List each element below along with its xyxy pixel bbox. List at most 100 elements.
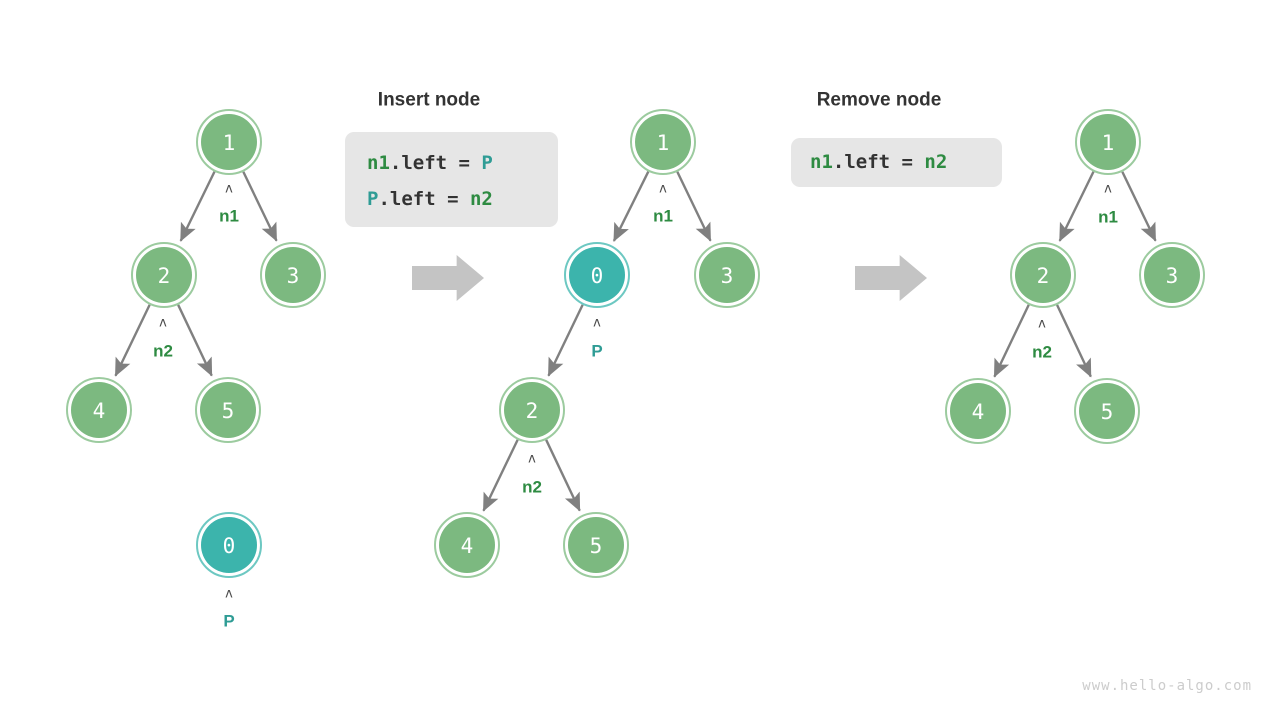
tree-node-4: 4 xyxy=(66,377,132,443)
caret-marker-icon: ʌ xyxy=(225,182,233,197)
tree-node-0: 0 xyxy=(564,242,630,308)
ref-n2: ʌ n2 xyxy=(153,316,173,361)
edge-1-to-3 xyxy=(676,171,712,242)
node-outer-ring xyxy=(260,242,326,308)
node-disc xyxy=(1015,247,1071,303)
node-outer-ring xyxy=(499,377,565,443)
node-outer-ring xyxy=(434,512,500,578)
reference-label-text: n2 xyxy=(153,342,173,361)
tree-node-3: 3 xyxy=(1139,242,1205,308)
node-value-label: 1 xyxy=(223,131,236,155)
node-disc xyxy=(569,247,625,303)
edge-1-to-3 xyxy=(242,171,278,242)
node-outer-ring xyxy=(196,512,262,578)
heading-remove-node: Remove node xyxy=(817,90,942,111)
edge-2-to-5 xyxy=(1055,304,1092,378)
reference-label-text: n2 xyxy=(522,478,542,497)
code-token-teal: P xyxy=(367,188,378,210)
node-value-label: 4 xyxy=(93,399,106,423)
tree-node-2: 2 xyxy=(499,377,565,443)
watermark: www.hello-algo.com xyxy=(1082,678,1252,694)
node-outer-ring xyxy=(945,378,1011,444)
node-disc xyxy=(439,517,495,573)
code-block-insert: n1.left = PP.left = n2 xyxy=(345,132,558,227)
node-outer-ring xyxy=(66,377,132,443)
heading-insert-node: Insert node xyxy=(378,90,480,111)
caret-marker-icon: ʌ xyxy=(528,452,536,467)
node-value-label: 5 xyxy=(590,534,603,558)
tree-node-1: 1 xyxy=(196,109,262,175)
caret-marker-icon: ʌ xyxy=(659,182,667,197)
code-token-green: n1 xyxy=(810,151,833,173)
reference-label-text: n2 xyxy=(1032,343,1052,362)
code-block-background xyxy=(791,138,1002,187)
reference-label-text: P xyxy=(223,612,234,631)
node-disc xyxy=(200,382,256,438)
node-disc xyxy=(136,247,192,303)
caret-marker-icon: ʌ xyxy=(1038,317,1046,332)
code-token-plain: .left = xyxy=(390,152,482,174)
tree-node-5: 5 xyxy=(1074,378,1140,444)
node-outer-ring xyxy=(630,109,696,175)
node-outer-ring xyxy=(563,512,629,578)
reference-label-text: n1 xyxy=(1098,208,1118,227)
edge-1-to-3 xyxy=(1121,171,1157,242)
caret-marker-icon: ʌ xyxy=(159,316,167,331)
node-value-label: 5 xyxy=(222,399,235,423)
caret-marker-icon: ʌ xyxy=(225,587,233,602)
edge-1-to-2 xyxy=(1058,171,1095,242)
node-disc xyxy=(950,383,1006,439)
node-disc xyxy=(201,114,257,170)
node-outer-ring xyxy=(131,242,197,308)
code-token-plain: .left = xyxy=(378,188,470,210)
edge-1-to-0 xyxy=(612,171,650,242)
tree-node-1: 1 xyxy=(630,109,696,175)
node-value-label: 2 xyxy=(1037,264,1050,288)
node-disc xyxy=(699,247,755,303)
node-value-label: 3 xyxy=(287,264,300,288)
edge-2-to-5 xyxy=(545,439,581,512)
code-block-remove: n1.left = n2 xyxy=(791,138,1002,187)
node-value-label: 3 xyxy=(721,264,734,288)
node-disc xyxy=(1079,383,1135,439)
node-value-label: 4 xyxy=(972,400,985,424)
node-disc xyxy=(1144,247,1200,303)
edge-2-to-4 xyxy=(114,304,151,377)
node-value-label: 2 xyxy=(158,264,171,288)
tree-node-1: 1 xyxy=(1075,109,1141,175)
edges-layer xyxy=(114,171,1157,512)
flow-arrow-remove xyxy=(855,255,927,301)
tree-node-3: 3 xyxy=(260,242,326,308)
ref-n1: ʌ n1 xyxy=(1098,182,1118,227)
ref-n2: ʌ n2 xyxy=(1032,317,1052,362)
code-token-green: n2 xyxy=(470,188,493,210)
node-outer-ring xyxy=(1010,242,1076,308)
edge-2-to-4 xyxy=(993,304,1030,378)
caret-marker-icon: ʌ xyxy=(593,316,601,331)
tree-node-2: 2 xyxy=(131,242,197,308)
node-outer-ring xyxy=(196,109,262,175)
code-line-2: P.left = n2 xyxy=(367,188,493,210)
ref-n1: ʌn1 xyxy=(219,182,239,226)
node-value-label: 3 xyxy=(1166,264,1179,288)
node-disc xyxy=(1080,114,1136,170)
ref-n1: ʌn1 xyxy=(653,182,673,226)
node-disc xyxy=(201,517,257,573)
code-line-1: n1.left = n2 xyxy=(810,151,947,173)
caret-marker-icon: ʌ xyxy=(1104,182,1112,197)
code-token-teal: P xyxy=(481,152,492,174)
code-token-plain: .left = xyxy=(833,151,925,173)
node-outer-ring xyxy=(564,242,630,308)
flow-arrow-insert xyxy=(412,255,484,301)
code-token-green: n2 xyxy=(924,151,947,173)
ref-n2: ʌ n2 xyxy=(522,452,542,497)
node-disc xyxy=(504,382,560,438)
tree-node-0: 0 xyxy=(196,512,262,578)
node-outer-ring xyxy=(195,377,261,443)
reference-label-text: P xyxy=(591,342,602,361)
